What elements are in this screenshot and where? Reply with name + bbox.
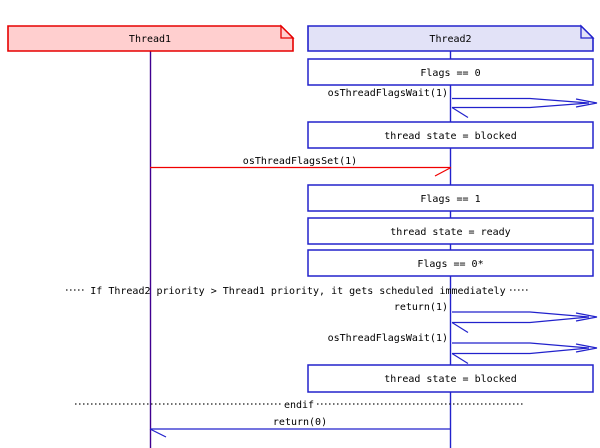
message-return-1: return(1)	[394, 302, 598, 334]
state-box-ready: thread state = ready	[307, 217, 594, 245]
message-label: osThreadFlagsWait(1)	[328, 333, 448, 344]
divider-endif: endif	[75, 400, 525, 411]
actor-thread2-label: Thread2	[429, 34, 471, 45]
state-box-rect	[307, 121, 594, 149]
message-label: osThreadFlagsSet(1)	[243, 156, 357, 167]
divider-label: If Thread2 priority > Thread1 priority, …	[90, 286, 505, 297]
arrowhead-right-icon	[575, 98, 598, 108]
state-box-label: thread state = blocked	[384, 131, 516, 142]
arrowhead-right-icon	[575, 343, 598, 353]
call-return-line	[452, 316, 590, 324]
actor-thread1: Thread1	[7, 24, 295, 52]
message-label: osThreadFlagsWait(1)	[328, 88, 448, 99]
state-box-label: Flags == 1	[420, 194, 480, 205]
call-return-line	[452, 347, 590, 355]
message-label: return(0)	[273, 417, 327, 428]
state-box-rect	[307, 58, 594, 86]
state-box-rect	[307, 217, 594, 245]
arrowhead-right-icon	[575, 312, 598, 322]
state-box-blocked-1: thread state = blocked	[307, 121, 594, 149]
call-out-line	[452, 311, 590, 318]
arrowhead-icon	[434, 166, 452, 177]
arrowhead-return-icon	[451, 106, 469, 119]
message-label: return(1)	[394, 302, 448, 313]
state-box-flags-0-star: Flags == 0*	[307, 249, 594, 277]
state-box-label: Flags == 0	[420, 68, 480, 79]
state-box-label: Flags == 0*	[417, 259, 483, 270]
state-box-flags-0: Flags == 0	[307, 58, 594, 86]
actor-thread2: Thread2	[307, 24, 595, 52]
message-osthreadflagswait-1: osThreadFlagsWait(1)	[328, 88, 598, 119]
actor-thread1-fold-icon	[280, 24, 295, 39]
actor-thread1-box	[7, 25, 294, 52]
state-box-label: thread state = blocked	[384, 374, 516, 385]
arrowhead-icon	[149, 428, 167, 438]
state-box-rect	[307, 184, 594, 212]
message-osthreadflagsset: osThreadFlagsSet(1)	[150, 156, 452, 177]
state-box-blocked-2: thread state = blocked	[307, 364, 594, 393]
message-return-0: return(0)	[149, 417, 451, 438]
arrowhead-return-icon	[451, 352, 469, 365]
actor-thread2-fold-icon	[580, 24, 595, 39]
actor-thread2-box	[307, 25, 594, 52]
call-out-line	[452, 342, 590, 349]
message-osthreadflagswait-2: osThreadFlagsWait(1)	[328, 333, 598, 365]
state-box-rect	[307, 364, 594, 393]
arrowhead-return-icon	[451, 321, 469, 334]
divider-label: endif	[284, 400, 314, 411]
actor-thread1-label: Thread1	[129, 34, 171, 45]
state-box-label: thread state = ready	[390, 227, 510, 238]
divider-if-condition: If Thread2 priority > Thread1 priority, …	[66, 286, 530, 297]
call-out-line	[452, 97, 590, 104]
state-box-rect	[307, 249, 594, 277]
call-return-line	[452, 102, 590, 109]
state-box-flags-1: Flags == 1	[307, 184, 594, 212]
